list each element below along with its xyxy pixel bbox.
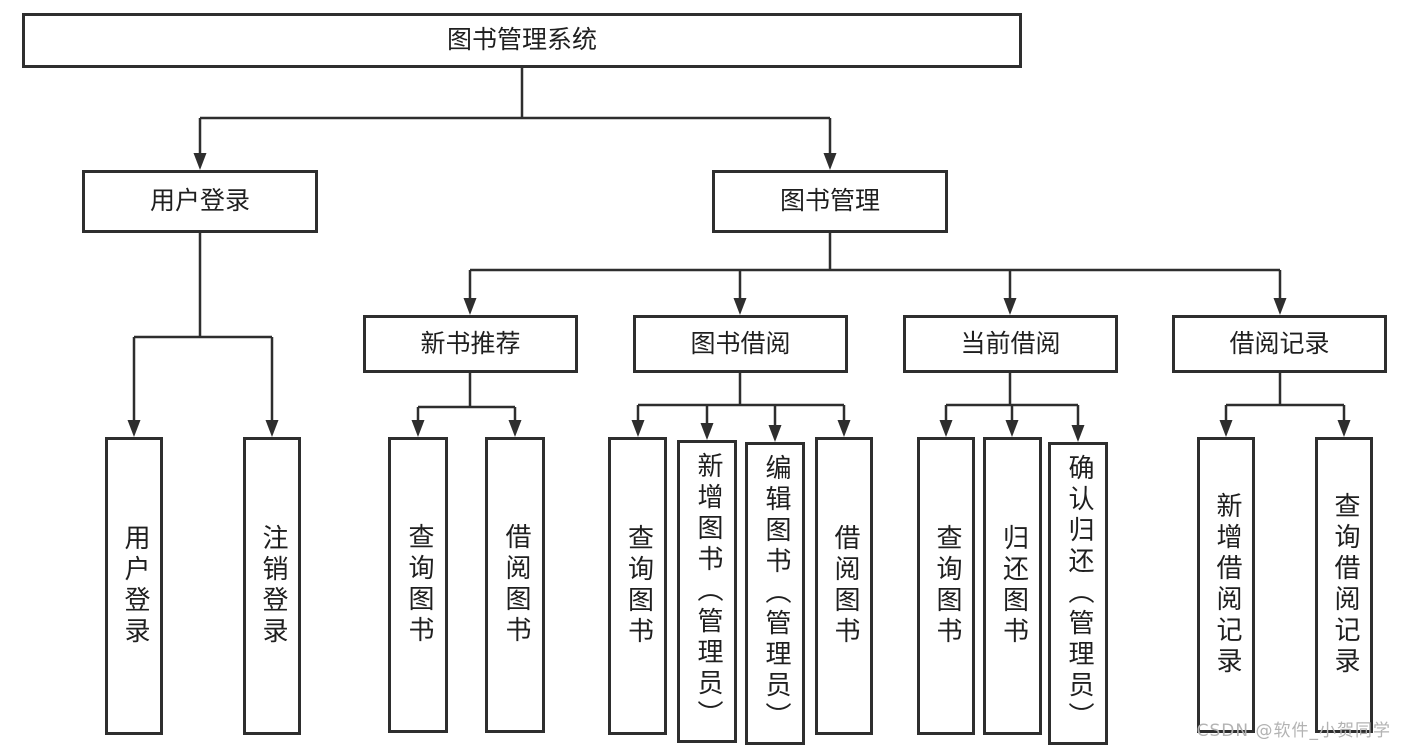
node-leaf-confirm-return-admin: 确认归还（管理员） xyxy=(1048,442,1108,745)
node-label: 图书管理 xyxy=(779,186,880,216)
node-label: 查询图书 xyxy=(403,523,434,647)
connector-root-to-level2 xyxy=(198,68,832,155)
node-label: 查询图书 xyxy=(931,524,962,648)
node-label: 新增图书（管理员） xyxy=(692,452,723,731)
node-label: 归还图书 xyxy=(998,524,1029,648)
node-leaf-edit-books-admin: 编辑图书（管理员） xyxy=(745,442,805,745)
node-label: 当前借阅 xyxy=(960,328,1061,358)
node-leaf-query-books: 查询图书 xyxy=(608,437,667,735)
node-label: 借阅记录 xyxy=(1229,328,1330,358)
node-label: 新书推荐 xyxy=(420,328,521,358)
node-label: 图书借阅 xyxy=(690,328,791,358)
node-label: 确认归还（管理员） xyxy=(1063,454,1094,733)
node-book-management-module: 图书管理 xyxy=(712,170,948,233)
node-borrow-records: 借阅记录 xyxy=(1172,315,1387,373)
node-new-book-recommendation: 新书推荐 xyxy=(363,315,578,373)
node-label: 查询借阅记录 xyxy=(1329,492,1360,678)
node-leaf-add-borrow-record: 新增借阅记录 xyxy=(1197,437,1255,733)
node-leaf-return-books: 归还图书 xyxy=(983,437,1042,735)
node-leaf-query-books: 查询图书 xyxy=(388,437,448,733)
connector-current-to-children xyxy=(944,373,1080,427)
node-leaf-borrow-books: 借阅图书 xyxy=(485,437,545,733)
node-label: 图书管理系统 xyxy=(446,25,597,55)
node-label: 用户登录 xyxy=(149,186,250,216)
node-current-borrowing: 当前借阅 xyxy=(903,315,1118,373)
node-label: 新增借阅记录 xyxy=(1211,492,1242,678)
node-label: 注销登录 xyxy=(257,524,288,648)
node-leaf-borrow-books: 借阅图书 xyxy=(815,437,873,735)
connector-userlogin-to-children xyxy=(132,233,274,422)
node-leaf-logout: 注销登录 xyxy=(243,437,301,735)
node-book-borrowing: 图书借阅 xyxy=(633,315,848,373)
node-label: 借阅图书 xyxy=(829,524,860,648)
node-label: 用户登录 xyxy=(119,524,150,648)
csdn-watermark: CSDN @软件_小贺同学 xyxy=(1196,721,1391,741)
node-label: 借阅图书 xyxy=(500,523,531,647)
node-leaf-query-borrow-record: 查询借阅记录 xyxy=(1315,437,1373,733)
node-label: 查询图书 xyxy=(623,524,654,648)
node-leaf-add-books-admin: 新增图书（管理员） xyxy=(677,440,737,743)
node-label: 编辑图书（管理员） xyxy=(760,454,791,733)
connector-bookmgmt-to-level3 xyxy=(468,233,1282,300)
connector-newrec-to-children xyxy=(416,373,517,422)
node-system-root: 图书管理系统 xyxy=(22,13,1022,68)
connector-records-to-children xyxy=(1224,373,1346,422)
node-leaf-query-books: 查询图书 xyxy=(917,437,975,735)
node-user-login-module: 用户登录 xyxy=(82,170,318,233)
connector-bookborrow-to-children xyxy=(636,373,846,427)
node-leaf-user-login: 用户登录 xyxy=(105,437,163,735)
